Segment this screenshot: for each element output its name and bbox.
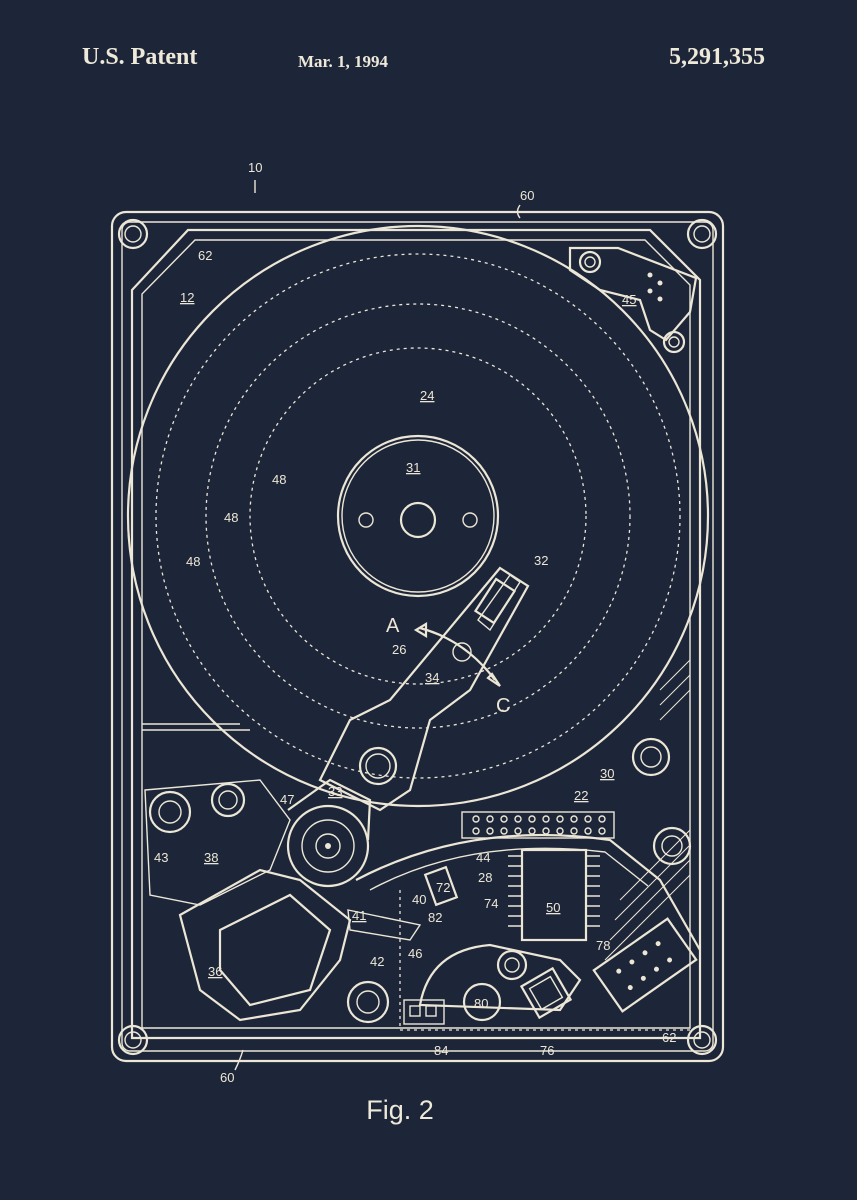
chip-50 [520, 848, 588, 942]
housing-outline [130, 228, 702, 1040]
track-inner [249, 347, 587, 685]
patent-date: Mar. 1, 1994 [298, 52, 389, 71]
label-45: 45 [622, 292, 636, 307]
rotation-arrow [419, 626, 496, 681]
label-32: 32 [534, 553, 548, 568]
spindle-center [399, 501, 437, 539]
pivot-bearing [286, 804, 370, 888]
label-31: 31 [406, 460, 420, 475]
label-33: 33 [328, 784, 342, 799]
patent-label: U.S. Patent [82, 44, 198, 70]
screw-30 [631, 737, 671, 777]
label-10: 10 [248, 160, 262, 175]
label-84: 84 [434, 1043, 448, 1058]
part-72 [423, 865, 459, 907]
label-48-c: 48 [186, 554, 200, 569]
label-50: 50 [546, 900, 560, 915]
inner-frame [121, 221, 714, 1052]
track-outer [155, 253, 681, 779]
part-84 [403, 999, 445, 1025]
magnet-screw-42 [346, 980, 390, 1024]
outer-frame [110, 210, 725, 1063]
corner-screw-tr [686, 218, 718, 250]
voice-coil [178, 868, 352, 1022]
platter [126, 224, 710, 808]
label-26: 26 [392, 642, 406, 657]
magnet-38 [144, 779, 291, 906]
part-80 [462, 982, 502, 1022]
hub-screw-left [358, 512, 374, 528]
read-head-slider [473, 577, 517, 625]
label-62-top: 62 [198, 248, 212, 263]
label-30: 30 [600, 766, 614, 781]
label-62-bottom: 62 [662, 1030, 676, 1045]
spindle-hub [336, 434, 500, 598]
corner-screw-tl [117, 218, 149, 250]
corner-screw-bl [117, 1024, 149, 1056]
resistor-pack [592, 917, 698, 1013]
label-42: 42 [370, 954, 384, 969]
coil-window [218, 893, 332, 1007]
label-43: 43 [154, 850, 168, 865]
label-24: 24 [420, 388, 434, 403]
chip-50-pins [508, 855, 600, 927]
latch-41 [347, 909, 422, 941]
label-60-top: 60 [520, 188, 534, 203]
connector-45 [568, 246, 698, 342]
label-80: 80 [474, 996, 488, 1011]
label-78: 78 [596, 938, 610, 953]
label-60-bottom: 60 [220, 1070, 234, 1085]
hatch-area-right [604, 659, 691, 961]
label-82: 82 [428, 910, 442, 925]
label-44: 44 [476, 850, 490, 865]
latch-mechanism [418, 943, 582, 1012]
label-A: A [386, 615, 400, 637]
label-48-b: 48 [224, 510, 238, 525]
connector-22-pins [472, 815, 606, 835]
label-41: 41 [352, 908, 366, 923]
arm-hole [358, 746, 398, 786]
part-76 [519, 966, 573, 1020]
label-38: 38 [204, 850, 218, 865]
label-28: 28 [478, 870, 492, 885]
label-34: 34 [425, 670, 439, 685]
label-47: 47 [280, 792, 294, 807]
corner-screw-br [686, 1024, 718, 1056]
label-C: C [496, 695, 510, 717]
label-76: 76 [540, 1043, 554, 1058]
connector-22 [461, 811, 615, 839]
label-40: 40 [412, 892, 426, 907]
track-middle [205, 303, 631, 729]
label-48-a: 48 [272, 472, 286, 487]
actuator-arm [318, 566, 530, 812]
patent-number: 5,291,355 [669, 44, 765, 70]
label-36: 36 [208, 964, 222, 979]
label-46: 46 [408, 946, 422, 961]
housing-inner [141, 239, 691, 1029]
label-22: 22 [574, 788, 588, 803]
label-72: 72 [436, 880, 450, 895]
label-74: 74 [484, 896, 498, 911]
figure-caption: Fig. 2 [366, 1095, 434, 1125]
magnet-screw-43 [148, 790, 192, 834]
hub-screw-right [462, 512, 478, 528]
label-12: 12 [180, 290, 194, 305]
